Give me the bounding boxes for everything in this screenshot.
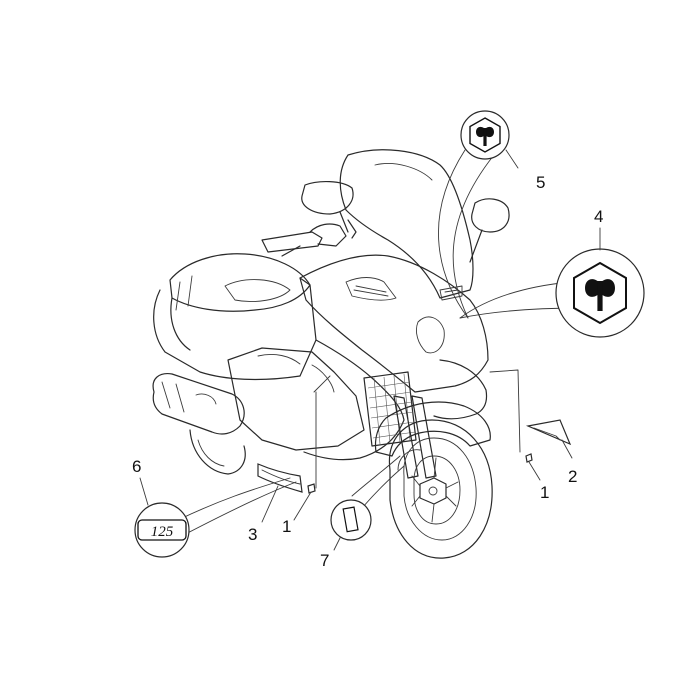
callout-numbers: 5 4 6 2 1 3 1 7 [132, 173, 603, 570]
callout-number-1-left: 1 [282, 517, 291, 536]
callout-decal-7 [330, 455, 405, 551]
piaggio-logo-icon [573, 261, 627, 325]
callout-number-2: 2 [568, 467, 577, 486]
callout-number-1-right: 1 [540, 483, 549, 502]
callout-logo-5 [438, 110, 519, 319]
callout-number-3: 3 [248, 525, 257, 544]
callout-logo-4 [459, 227, 645, 338]
badge-125-text: 125 [151, 524, 174, 540]
callout-number-4: 4 [594, 207, 603, 226]
callout-badge-6: 125 [134, 477, 297, 558]
badge-125-plate [137, 519, 187, 541]
callout-number-6: 6 [132, 457, 141, 476]
scooter-body [152, 149, 510, 559]
piaggio-logo-icon [469, 117, 501, 153]
leader-lines [261, 439, 573, 523]
callout-number-5: 5 [536, 173, 545, 192]
callout-number-7: 7 [320, 551, 329, 570]
